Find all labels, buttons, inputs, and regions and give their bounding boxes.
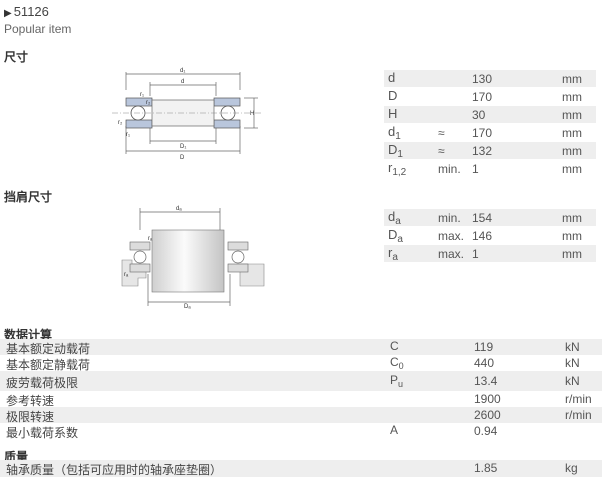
bearing-dimension-diagram: d₁ d r₁ r₂ r₂ r₁ D₁ D H xyxy=(112,68,262,161)
label-da: dₐ xyxy=(176,206,182,212)
label-ra-top: rₐ xyxy=(148,236,153,242)
abut-qualifier: min. xyxy=(438,210,461,225)
dim-unit: mm xyxy=(562,161,582,176)
dim-value: 132 xyxy=(472,143,493,158)
calc-heading: 数据计算 xyxy=(4,328,53,342)
abut-symbol: da xyxy=(388,208,401,227)
calc-symbol: C0 xyxy=(390,355,404,371)
dim-unit: mm xyxy=(562,125,582,140)
abut-unit: mm xyxy=(562,210,582,225)
mass-unit: kg xyxy=(565,461,578,475)
product-title: ▶51126 xyxy=(4,4,49,19)
abutment-heading: 挡肩尺寸 xyxy=(4,190,53,204)
dim-symbol: D1 xyxy=(388,141,403,160)
dim-value: 170 xyxy=(472,89,493,104)
calc-value: 0.94 xyxy=(474,424,498,438)
dim-value: 1 xyxy=(472,161,479,176)
calc-label: 基本额定动载荷 xyxy=(6,342,91,356)
dim-value: 170 xyxy=(472,125,493,140)
dim-unit: mm xyxy=(562,89,582,104)
table-row: d 130 mm xyxy=(384,70,596,88)
table-row: r1,2 min. 1 mm xyxy=(384,160,596,178)
dim-symbol: D xyxy=(388,87,398,103)
label-Da: Dₐ xyxy=(184,304,191,310)
abut-value: 1 xyxy=(472,246,479,261)
abut-value: 154 xyxy=(472,210,493,225)
table-row: D1 ≈132 mm xyxy=(384,142,596,160)
calc-value: 440 xyxy=(474,356,495,370)
abutment-diagram: dₐ rₐ rₐ Dₐ xyxy=(121,206,265,310)
abutment-table: da min. 154 mm Da max. 146 mm ra max. 1 mm xyxy=(384,209,596,263)
calc-label: 参考转速 xyxy=(6,394,55,408)
dim-symbol: H xyxy=(388,105,398,121)
calc-symbol: Pu xyxy=(390,373,404,389)
label-r2-left: r₂ xyxy=(118,120,123,126)
abut-unit: mm xyxy=(562,246,582,261)
table-row: 极限转速 2600 r/min xyxy=(0,407,602,424)
table-row: 基本额定动载荷 C 119 kN xyxy=(0,339,602,356)
dim-value: 130 xyxy=(472,71,493,86)
table-row: d1 ≈170 mm xyxy=(384,124,596,142)
calc-label: 极限转速 xyxy=(6,410,55,424)
abut-symbol: ra xyxy=(388,244,398,263)
product-number: 51126 xyxy=(13,4,49,19)
label-H: H xyxy=(250,111,254,117)
dim-symbol: d1 xyxy=(388,123,401,142)
label-r2-top: r₂ xyxy=(146,100,151,106)
table-row: da min. 154 mm xyxy=(384,209,596,227)
label-d: d xyxy=(181,79,184,85)
calc-symbol: C xyxy=(390,339,399,353)
calc-value: 13.4 xyxy=(474,374,498,388)
table-row: Da max. 146 mm xyxy=(384,227,596,245)
label-D: D xyxy=(180,155,185,161)
dim-qualifier: ≈ xyxy=(438,143,445,158)
abut-qualifier: max. xyxy=(438,228,465,243)
calc-unit: kN xyxy=(565,374,580,388)
calc-label: 疲劳载荷极限 xyxy=(6,376,79,390)
label-D1: D₁ xyxy=(180,144,186,150)
calc-unit: r/min xyxy=(565,408,592,422)
calc-unit: r/min xyxy=(565,392,592,406)
table-row: 参考转速 1900 r/min xyxy=(0,391,602,408)
table-row: 最小载荷系数 A 0.94 xyxy=(0,423,602,440)
dimensions-heading: 尺寸 xyxy=(4,50,29,64)
mass-table: 轴承质量（包括可应用时的轴承座垫圈） 1.85 kg xyxy=(0,460,602,477)
label-ra-bottom: rₐ xyxy=(124,272,129,278)
label-r1-bottom: r₁ xyxy=(126,132,130,138)
triangle-right-icon: ▶ xyxy=(4,8,12,19)
dim-qualifier: min. xyxy=(438,161,461,176)
abut-symbol: Da xyxy=(388,226,403,245)
calc-unit: kN xyxy=(565,340,580,354)
dim-unit: mm xyxy=(562,107,582,122)
table-row: 疲劳载荷极限 Pu 13.4 kN xyxy=(0,371,602,391)
table-row: ra max. 1 mm xyxy=(384,245,596,263)
dim-unit: mm xyxy=(562,143,582,158)
calc-symbol: A xyxy=(390,423,399,437)
dim-value: 30 xyxy=(472,107,486,122)
calc-value: 119 xyxy=(474,340,494,354)
calc-unit: kN xyxy=(565,356,580,370)
mass-value: 1.85 xyxy=(474,461,498,475)
dim-qualifier: ≈ xyxy=(438,125,445,140)
label-d1: d₁ xyxy=(180,68,185,74)
product-subtitle: Popular item xyxy=(4,22,72,36)
calc-value: 2600 xyxy=(474,408,501,422)
table-row: H 30 mm xyxy=(384,106,596,124)
abut-value: 146 xyxy=(472,228,493,243)
calc-value: 1900 xyxy=(474,392,501,406)
table-row: 基本额定静载荷 C0 440 kN xyxy=(0,355,602,372)
label-r1-top: r₁ xyxy=(140,92,144,98)
dimensions-table: d 130 mm D 170 mm H 30 mm d1 ≈170 mm D1 ≈132 mm r1… xyxy=(384,70,596,178)
dim-symbol: d xyxy=(388,69,396,85)
dim-unit: mm xyxy=(562,71,582,86)
mass-label: 轴承质量（包括可应用时的轴承座垫圈） xyxy=(6,463,223,477)
abut-qualifier: max. xyxy=(438,246,465,261)
dim-symbol: r1,2 xyxy=(388,159,407,178)
calc-table: 基本额定动载荷 C 119 kN 基本额定静载荷 C0 440 kN 疲劳载荷极限 Pu 13.… xyxy=(0,339,602,440)
table-row: D 170 mm xyxy=(384,88,596,106)
table-row: 轴承质量（包括可应用时的轴承座垫圈） 1.85 kg xyxy=(0,460,602,477)
calc-label: 最小载荷系数 xyxy=(6,426,79,440)
calc-label: 基本额定静载荷 xyxy=(6,358,91,372)
abut-unit: mm xyxy=(562,228,582,243)
